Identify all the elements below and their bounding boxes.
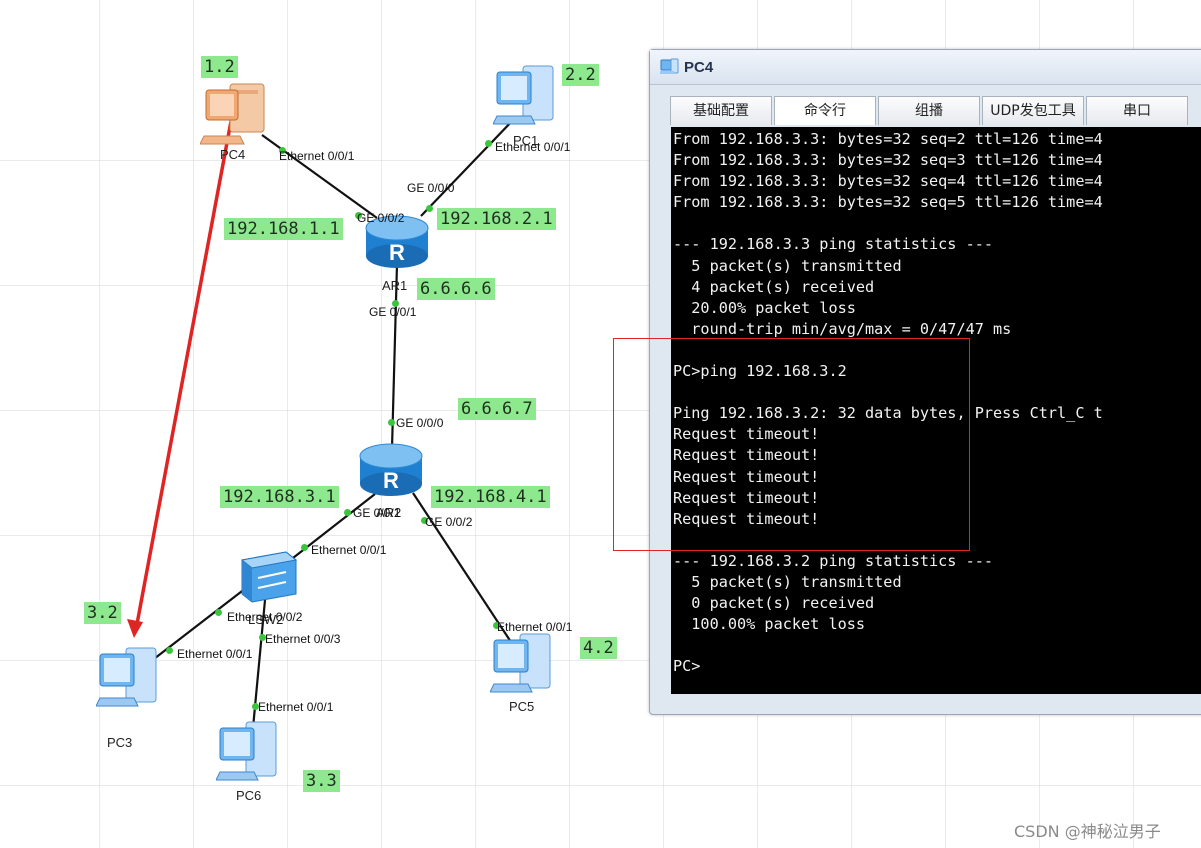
- pc1-device-icon[interactable]: [492, 62, 563, 135]
- console-line: Ping 192.168.3.2: 32 data bytes, Press C…: [673, 404, 1103, 423]
- port-dot: [259, 634, 266, 641]
- console-line: Request timeout!: [673, 446, 820, 465]
- console-line: Request timeout!: [673, 467, 820, 486]
- pc3-device-icon[interactable]: [95, 644, 166, 717]
- console-line: 5 packet(s) transmitted: [673, 256, 902, 275]
- console-line: [673, 213, 1201, 234]
- console-line: --- 192.168.3.2 ping statistics ---: [673, 551, 994, 570]
- port-label-sw-e3: Ethernet 0/0/3: [265, 632, 341, 646]
- ar1-loopback-tag[interactable]: 6.6.6.6: [417, 278, 495, 300]
- console-line: 5 packet(s) transmitted: [673, 572, 902, 591]
- port-dot: [252, 703, 259, 710]
- port-dot: [301, 544, 308, 551]
- pc3-name: PC3: [107, 735, 133, 750]
- tab-command-line[interactable]: 命令行: [774, 96, 876, 125]
- console-line: From 192.168.3.3: bytes=32 seq=3 ttl=126…: [673, 151, 1103, 170]
- pc5-address-tag[interactable]: 4.2: [580, 637, 617, 659]
- port-dot: [355, 212, 362, 219]
- port-label-sw-e2: Ethernet 0/0/2: [227, 610, 303, 624]
- port-label-ar1-g2: GE 0/0/2: [357, 211, 405, 225]
- port-label-ar2-g0: GE 0/0/0: [396, 416, 444, 430]
- ar1-left-ip-tag[interactable]: 192.168.1.1: [224, 218, 343, 240]
- ar2-left-ip-tag[interactable]: 192.168.3.1: [220, 486, 339, 508]
- port-label-pc5-eth: Ethernet 0/0/1: [497, 620, 573, 634]
- port-label-pc3-eth: Ethernet 0/0/1: [177, 647, 253, 661]
- ar2-top-tag[interactable]: 6.6.6.7: [458, 398, 536, 420]
- console-line: 100.00% packet loss: [673, 615, 866, 634]
- window-titlebar[interactable]: PC4: [650, 50, 1201, 85]
- pc6-device-icon[interactable]: [215, 718, 286, 791]
- port-dot: [215, 609, 222, 616]
- watermark: CSDN @神秘泣男子: [1014, 822, 1161, 841]
- console-line: Request timeout!: [673, 509, 820, 528]
- link-ar2-lsw2: [283, 493, 376, 566]
- port-label-pc1-eth: Ethernet 0/0/1: [495, 140, 571, 154]
- ar1-router-icon[interactable]: R: [364, 212, 430, 273]
- tab-udp-tool[interactable]: UDP发包工具: [982, 96, 1084, 125]
- ar2-name: AR2: [376, 505, 402, 520]
- port-dot: [426, 205, 433, 212]
- pc4-window[interactable]: PC4 基础配置 命令行 组播 UDP发包工具 串口 From 192.168.…: [649, 49, 1201, 715]
- ar1-right-ip-tag[interactable]: 192.168.2.1: [437, 208, 556, 230]
- console-line: Request timeout!: [673, 488, 820, 507]
- tab-multicast[interactable]: 组播: [878, 96, 980, 125]
- link-ar2-pc5: [412, 492, 512, 643]
- console-line: PC>ping 192.168.3.2: [673, 362, 847, 381]
- pc1-address-tag[interactable]: 2.2: [562, 64, 599, 86]
- console-line: Request timeout!: [673, 425, 820, 444]
- pc5-name: PC5: [509, 699, 535, 714]
- console-line: 0 packet(s) received: [673, 594, 875, 613]
- command-console[interactable]: From 192.168.3.3: bytes=32 seq=2 ttl=126…: [671, 127, 1201, 694]
- pc6-name: PC6: [236, 788, 262, 803]
- highlight-box: [613, 338, 970, 551]
- console-line: [673, 635, 1201, 656]
- port-label-ar2-g2: GE 0/0/2: [425, 515, 473, 529]
- port-dot: [392, 300, 399, 307]
- console-line: --- 192.168.3.3 ping statistics ---: [673, 235, 994, 254]
- port-label-ar2-g1: GE 0/0/1: [353, 506, 401, 520]
- console-line: From 192.168.3.3: bytes=32 seq=4 ttl=126…: [673, 172, 1103, 191]
- port-dot: [493, 622, 500, 629]
- port-dot: [485, 140, 492, 147]
- port-label-pc4-eth: Ethernet 0/0/1: [279, 149, 355, 163]
- svg-text:R: R: [383, 468, 399, 493]
- ar2-router-icon[interactable]: R: [358, 440, 424, 501]
- tab-basic-config[interactable]: 基础配置: [670, 96, 772, 125]
- pc-window-icon: [660, 58, 680, 81]
- pc4-device-icon[interactable]: [199, 80, 270, 153]
- port-label-ar1-g1: GE 0/0/1: [369, 305, 417, 319]
- window-title: PC4: [684, 59, 714, 76]
- port-dot: [279, 147, 286, 154]
- pc4-address-tag[interactable]: 1.2: [201, 56, 238, 78]
- console-line: From 192.168.3.3: bytes=32 seq=2 ttl=126…: [673, 130, 1103, 148]
- port-dot: [421, 517, 428, 524]
- port-label-pc6-eth: Ethernet 0/0/1: [258, 700, 334, 714]
- console-line: PC>: [673, 657, 701, 676]
- ar1-name: AR1: [382, 278, 408, 293]
- pc6-address-tag[interactable]: 3.3: [303, 770, 340, 792]
- svg-text:R: R: [389, 240, 405, 265]
- port-dot: [344, 509, 351, 516]
- link-pc1-ar1: [420, 117, 516, 217]
- port-dot: [388, 419, 395, 426]
- pc3-address-tag[interactable]: 3.2: [84, 602, 121, 624]
- port-label-sw-e1: Ethernet 0/0/1: [311, 543, 387, 557]
- port-dot: [166, 647, 173, 654]
- console-line: 4 packet(s) received: [673, 277, 875, 296]
- pc4-name: PC4: [220, 147, 246, 162]
- pc5-device-icon[interactable]: [489, 630, 560, 703]
- console-line: round-trip min/avg/max = 0/47/47 ms: [673, 319, 1012, 338]
- lsw2-switch-icon[interactable]: [234, 550, 300, 611]
- pc1-name: PC1: [513, 133, 539, 148]
- lsw2-name: LSW2: [248, 612, 284, 627]
- port-label-ar1-g0: GE 0/0/0: [407, 181, 455, 195]
- ar2-right-ip-tag[interactable]: 192.168.4.1: [431, 486, 550, 508]
- console-line: 20.00% packet loss: [673, 298, 856, 317]
- red-arrow: [127, 115, 234, 638]
- console-line: From 192.168.3.3: bytes=32 seq=5 ttl=126…: [673, 193, 1103, 212]
- link-ar1-ar2: [390, 263, 399, 449]
- tab-serial[interactable]: 串口: [1086, 96, 1188, 125]
